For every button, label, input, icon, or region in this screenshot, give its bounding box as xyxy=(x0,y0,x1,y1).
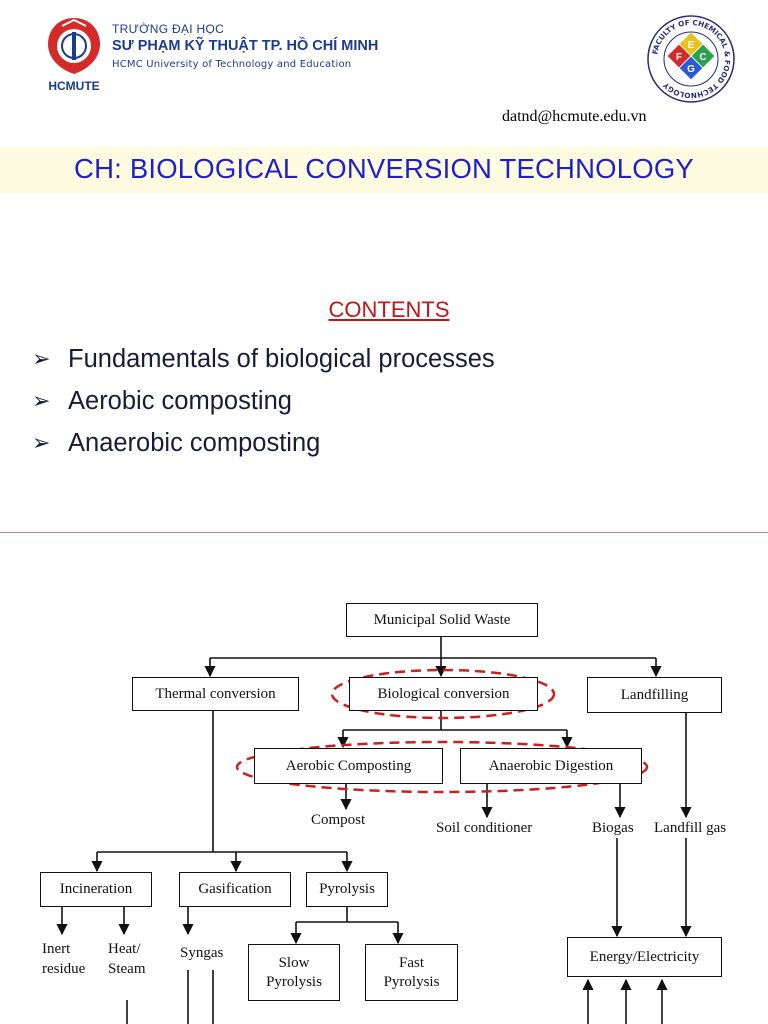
node-thermal-conversion: Thermal conversion xyxy=(132,677,299,711)
node-biological-conversion: Biological conversion xyxy=(349,677,538,711)
node-aerobic-composting: Aerobic Composting xyxy=(254,748,443,784)
composting-highlight-ellipse xyxy=(235,740,649,794)
list-item: ➢ Aerobic composting xyxy=(32,380,495,422)
section-divider xyxy=(0,532,768,533)
university-line-3: HCMC University of Technology and Educat… xyxy=(112,59,352,70)
diagram-connectors xyxy=(56,636,692,1024)
node-landfilling: Landfilling xyxy=(587,677,722,713)
label-biogas: Biogas xyxy=(592,820,634,836)
slide-title: CH: BIOLOGICAL CONVERSION TECHNOLOGY xyxy=(74,153,694,184)
list-item: ➢ Fundamentals of biological processes xyxy=(32,338,495,380)
node-slow-pyrolysis: Slow Pyrolysis xyxy=(248,944,340,1001)
contents-heading: CONTENTS xyxy=(328,297,450,322)
title-band xyxy=(0,147,768,193)
hcmute-logo-label: HCMUTE xyxy=(48,79,99,93)
node-pyrolysis: Pyrolysis xyxy=(306,872,388,907)
label-compost: Compost xyxy=(311,812,366,828)
faculty-letter-g: G xyxy=(687,64,695,75)
contents-item-text: Aerobic composting xyxy=(68,386,292,415)
node-incineration: Incineration xyxy=(40,872,152,907)
node-energy-electricity: Energy/Electricity xyxy=(567,937,722,977)
label-soil-conditioner: Soil conditioner xyxy=(436,820,533,836)
node-anaerobic-digestion: Anaerobic Digestion xyxy=(460,748,642,784)
fast-pyrolysis-line1: Fast xyxy=(398,954,424,971)
label-inert-residue-line1: Inert xyxy=(42,941,71,957)
bullet-arrow-icon: ➢ xyxy=(32,430,51,456)
slow-pyrolysis-line1: Slow xyxy=(278,954,310,971)
faculty-letter-c: C xyxy=(699,52,706,63)
label-landfill-gas: Landfill gas xyxy=(654,820,727,836)
bullet-arrow-icon: ➢ xyxy=(32,346,51,372)
msw-conversion-diagram: Municipal Solid Waste Thermal conversion… xyxy=(0,540,768,1024)
node-municipal-solid-waste: Municipal Solid Waste xyxy=(346,603,538,637)
faculty-logo-icon: FACULTY OF CHEMICAL & FOOD TECHNOLOGY E … xyxy=(647,15,735,103)
label-syngas: Syngas xyxy=(180,945,224,961)
bullet-arrow-icon: ➢ xyxy=(32,388,51,414)
contents-item-text: Anaerobic composting xyxy=(68,428,321,457)
hcmute-logo-icon: HCMUTE xyxy=(48,18,100,93)
list-item: ➢ Anaerobic composting xyxy=(32,422,495,464)
label-inert-residue-line2: residue xyxy=(42,961,86,977)
slide-header: HCMUTE TRƯỜNG ĐẠI HỌC SƯ PHẠM KỸ THUẬT T… xyxy=(0,0,768,145)
contents-list: ➢ Fundamentals of biological processes ➢… xyxy=(32,338,495,464)
label-heat-steam-line2: Steam xyxy=(108,961,146,977)
label-heat-steam-line1: Heat/ xyxy=(108,941,141,957)
node-gasification: Gasification xyxy=(179,872,291,907)
biological-highlight-ellipse xyxy=(330,668,556,720)
university-line-2: SƯ PHẠM KỸ THUẬT TP. HỒ CHÍ MINH xyxy=(112,38,379,54)
faculty-letter-e: E xyxy=(688,40,695,51)
university-line-1: TRƯỜNG ĐẠI HỌC xyxy=(112,22,225,36)
author-email: datnd@hcmute.edu.vn xyxy=(502,108,647,125)
faculty-letter-f: F xyxy=(676,52,682,63)
node-fast-pyrolysis: Fast Pyrolysis xyxy=(365,944,458,1001)
fast-pyrolysis-line2: Pyrolysis xyxy=(383,973,440,990)
university-name-block: TRƯỜNG ĐẠI HỌC SƯ PHẠM KỸ THUẬT TP. HỒ C… xyxy=(112,22,378,70)
contents-item-text: Fundamentals of biological processes xyxy=(68,344,495,373)
slow-pyrolysis-line2: Pyrolysis xyxy=(266,973,322,990)
